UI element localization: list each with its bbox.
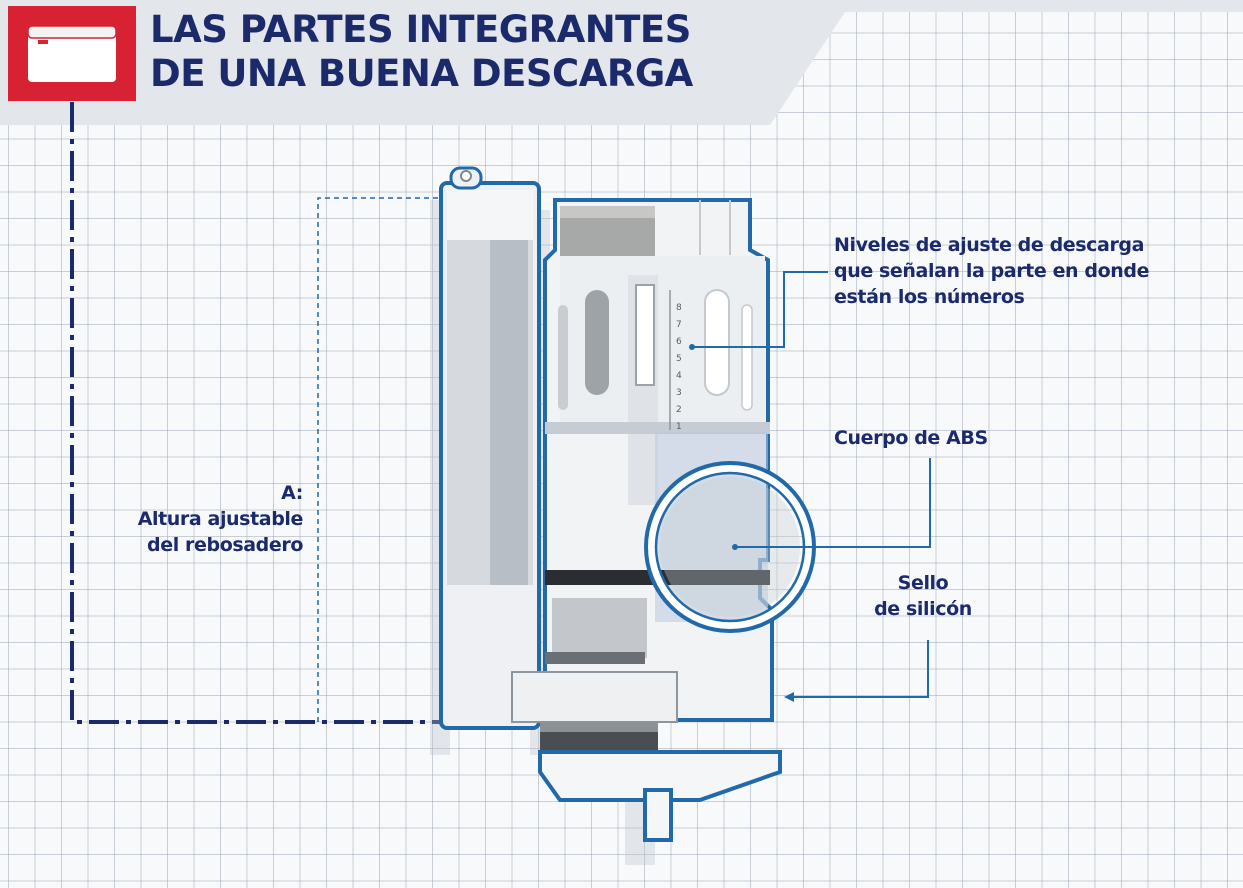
scale-mark: 3	[676, 388, 682, 398]
label-overflow-height-line-3: del rebosadero	[147, 534, 303, 556]
scale-mark: 4	[676, 371, 682, 381]
scale-mark: 5	[676, 354, 682, 364]
label-abs-body: Cuerpo de ABS	[834, 427, 988, 449]
page-title: LAS PARTES INTEGRANTES DE UNA BUENA DESC…	[150, 8, 693, 96]
tank-lid-icon	[8, 6, 136, 101]
header-band	[0, 0, 1243, 125]
overflow-tube	[439, 166, 541, 730]
label-overflow-height: A: Altura ajustable del rebosadero	[137, 480, 304, 558]
leader-sello	[790, 640, 929, 698]
label-overflow-height-line-2: Altura ajustable	[137, 508, 304, 530]
flush-level-scale: 8 7 6 5 4 3 2 1	[669, 290, 682, 432]
label-flush-levels-line-3: están los números	[834, 286, 1025, 308]
scale-mark: 6	[676, 337, 682, 347]
scale-mark: 2	[676, 405, 682, 415]
label-silicone-seal-line-2: de silicón	[874, 598, 972, 620]
label-flush-levels: Niveles de ajuste de descarga que señala…	[834, 232, 1149, 310]
scale-mark: 7	[676, 320, 682, 330]
label-silicone-seal-line-1: Sello	[897, 572, 949, 594]
label-flush-levels-line-1: Niveles de ajuste de descarga	[834, 234, 1145, 256]
label-flush-levels-line-2: que señalan la parte en donde	[834, 260, 1150, 282]
scale-mark: 1	[676, 422, 682, 432]
label-overflow-height-line-1: A:	[281, 482, 303, 504]
label-silicone-seal: Sello de silicón	[858, 570, 988, 622]
leader-lines	[689, 271, 931, 702]
dimension-line-a	[70, 102, 442, 724]
title-line-1: LAS PARTES INTEGRANTES	[150, 8, 691, 51]
title-line-2: DE UNA BUENA DESCARGA	[150, 52, 693, 95]
leader-cuerpo	[735, 458, 931, 548]
abs-body	[511, 198, 782, 842]
leader-niveles	[692, 271, 828, 348]
scale-mark: 8	[676, 303, 682, 313]
